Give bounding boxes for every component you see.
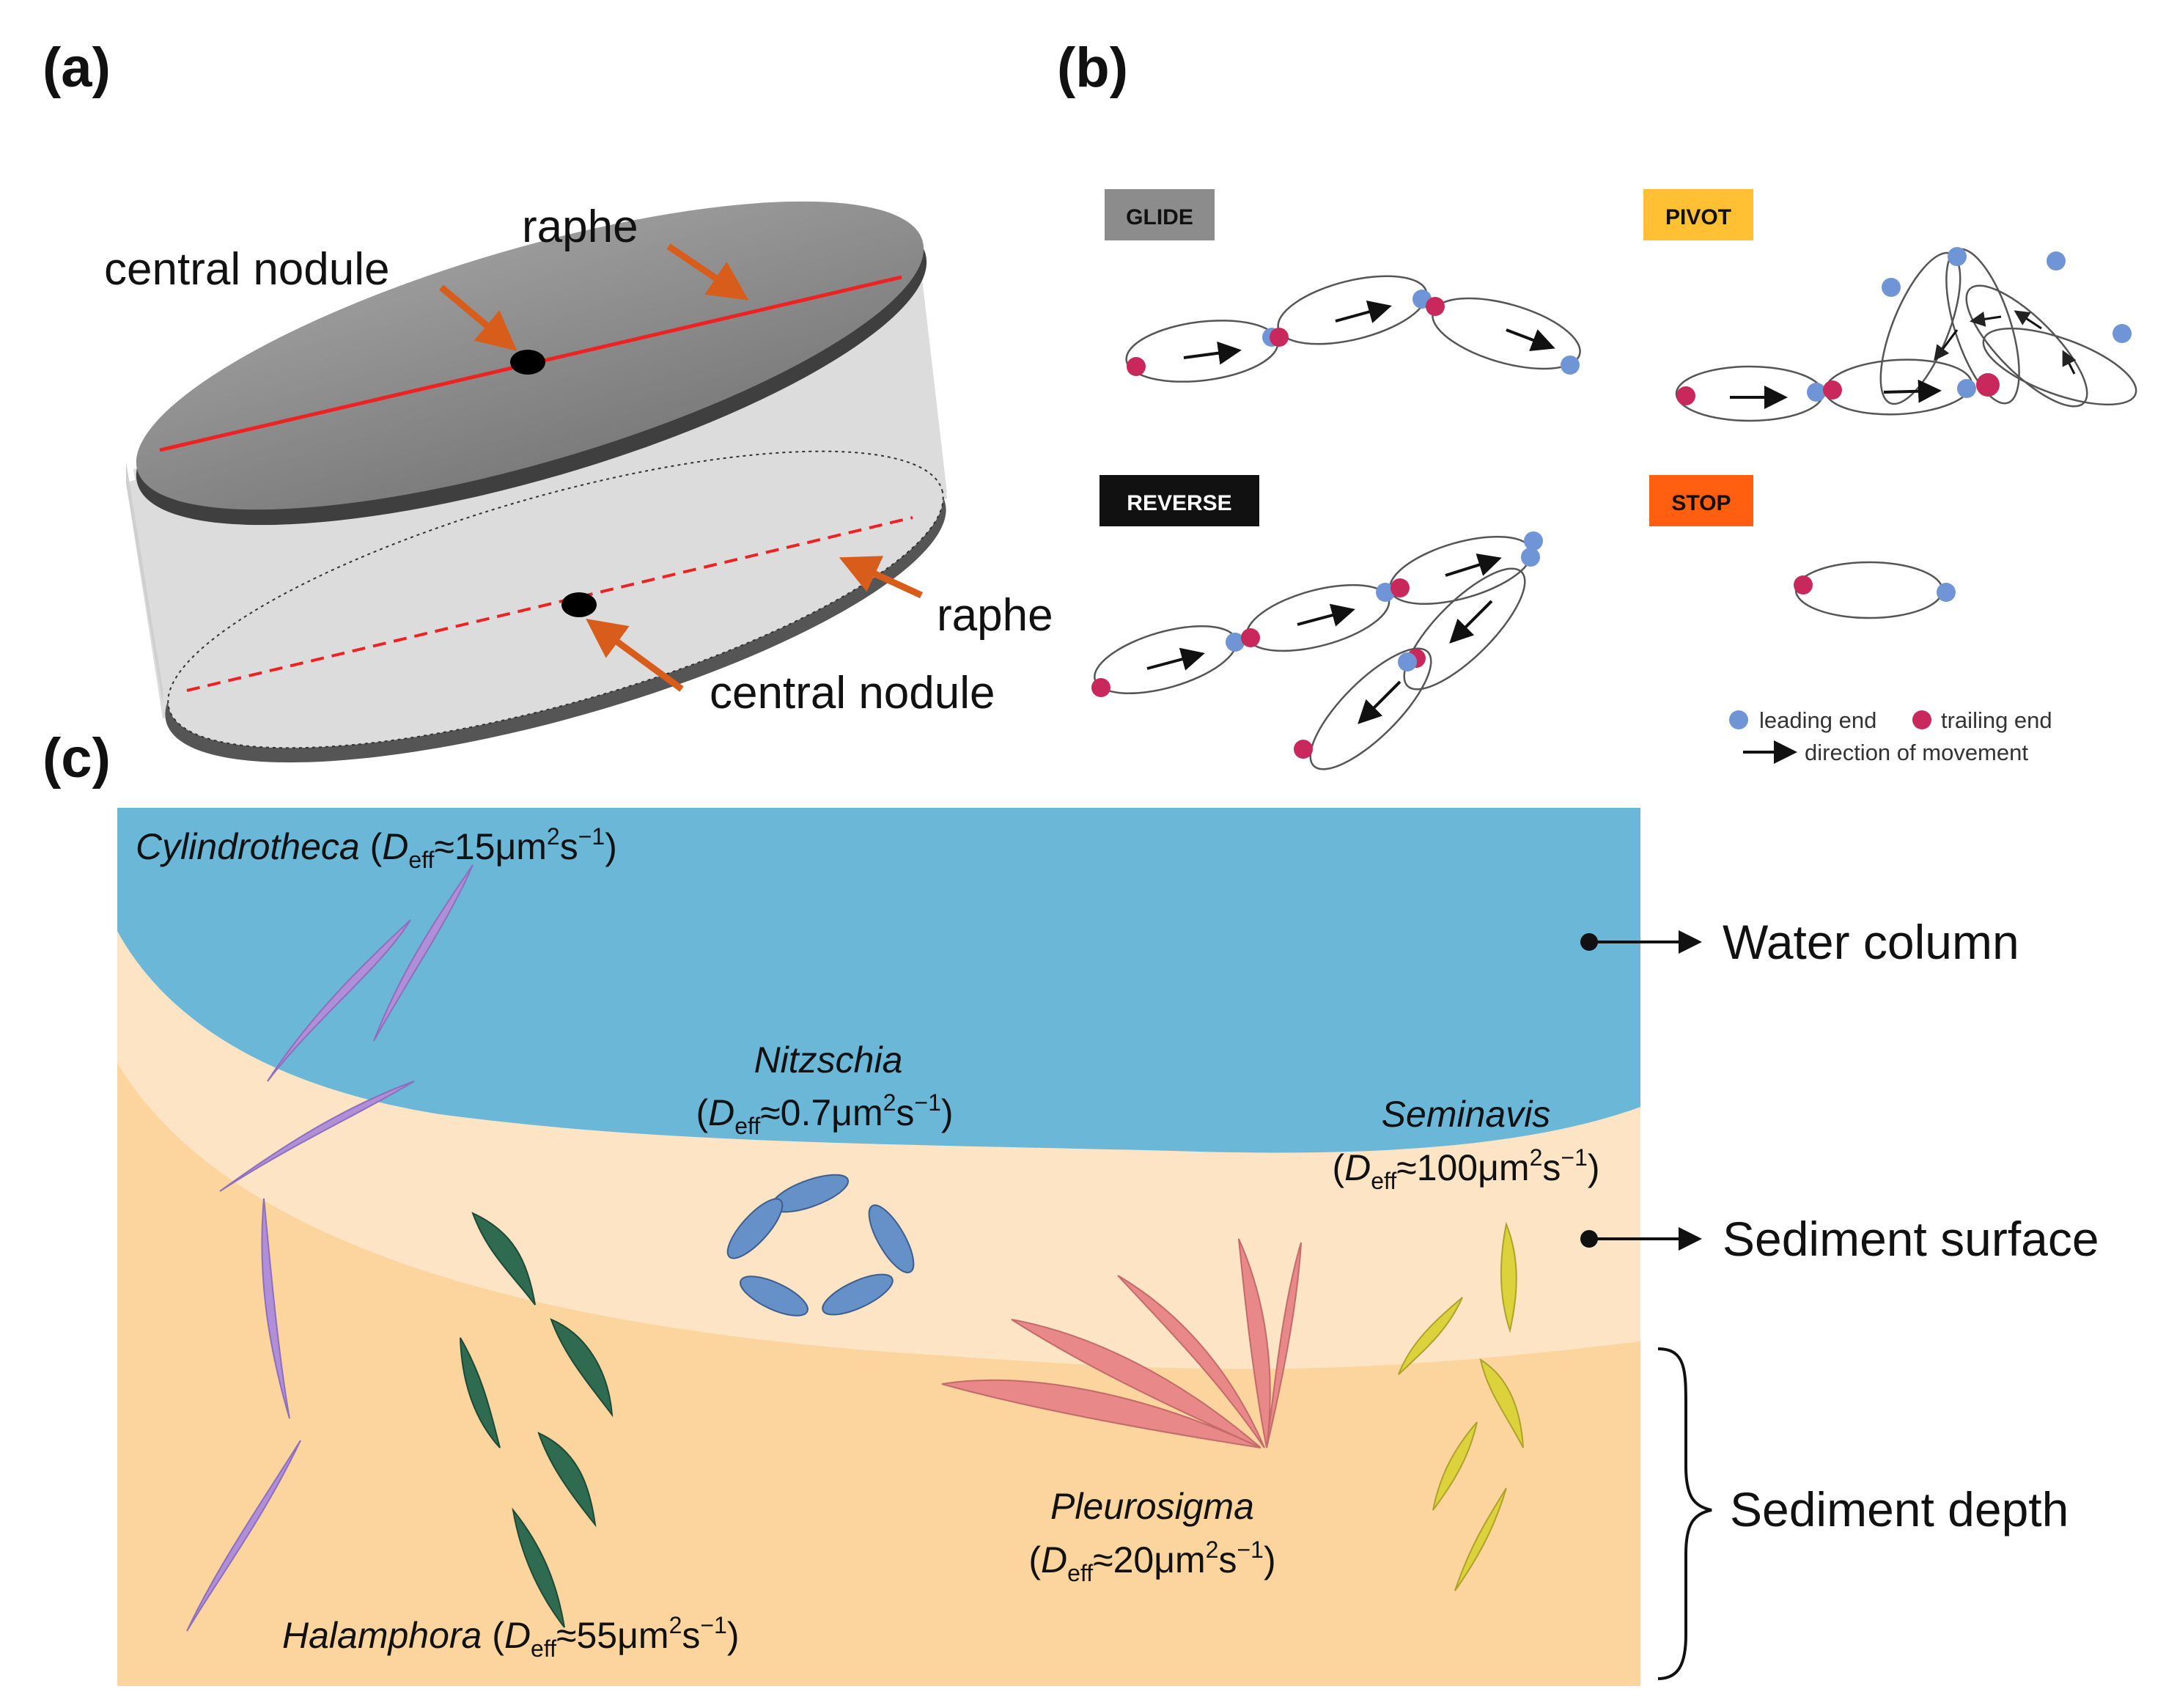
glide-arrow-3 (1506, 328, 1555, 351)
glide-diagram (1125, 275, 1581, 383)
zone-surface-pointer (1580, 1227, 1702, 1251)
label-nitzschia-name: Nitzschia (754, 1039, 903, 1081)
panel-b-legend: leading end trailing end direction of mo… (1729, 707, 2052, 765)
label-halamphora: Halamphora (Deff≈55μm2s−1) (282, 1612, 740, 1662)
leading-end-dot (1729, 710, 1748, 729)
pivot-cell-1 (1675, 365, 1824, 422)
svg-text:REVERSE: REVERSE (1127, 491, 1231, 515)
legend-trailing-end: trailing end (1941, 707, 2052, 733)
central-nodule-top (510, 350, 545, 375)
label-central-nodule-bottom: central nodule (710, 668, 995, 718)
bottom-disk-outline (167, 450, 944, 749)
halamphora-cells (460, 1212, 614, 1628)
badge-pivot: PIVOT (1643, 189, 1753, 240)
panel-a: (a) raphe ce (43, 37, 1053, 763)
water-column-layer (117, 808, 1640, 1153)
cylindrotheca-cells (186, 864, 474, 1632)
arrow-raphe-bottom (839, 556, 923, 599)
badge-glide: GLIDE (1105, 189, 1215, 240)
pleurosigma-cells (941, 1238, 1302, 1449)
label-pleurosigma-name: Pleurosigma (1050, 1486, 1254, 1527)
label-pleurosigma-value: (Deff≈20μm2s−1) (1028, 1536, 1275, 1586)
label-cylindrotheca: Cylindrotheca (Deff≈15μm2s−1) (136, 823, 617, 873)
arrow-central-nodule-top (439, 284, 517, 351)
label-sediment-surface: Sediment surface (1723, 1212, 2099, 1266)
panel-c: (c) (43, 727, 2099, 1686)
trailing-end-dot (1912, 710, 1931, 729)
label-sediment-depth: Sediment depth (1730, 1482, 2069, 1536)
label-seminavis-value: (Deff≈100μm2s−1) (1332, 1144, 1599, 1194)
glide-cell-1 (1125, 320, 1279, 383)
central-nodule-bottom (561, 592, 597, 617)
pivot-cell-5 (1965, 284, 2088, 408)
nitzschia-cells (726, 1174, 915, 1317)
glide-arrow-2 (1335, 300, 1392, 323)
badge-stop: STOP (1649, 475, 1753, 526)
svg-text:PIVOT: PIVOT (1665, 205, 1731, 229)
legend-leading-end: leading end (1759, 707, 1876, 733)
legend-direction: direction of movement (1805, 740, 2028, 765)
raphe-line-bottom (186, 516, 913, 692)
glide-cell-2 (1277, 275, 1428, 345)
badge-reverse: REVERSE (1099, 475, 1259, 526)
arrow-central-nodule-bottom (586, 619, 684, 692)
label-raphe-bottom: raphe (937, 590, 1053, 641)
sediment-depth-brace (1657, 1347, 1712, 1680)
panel-c-label: (c) (43, 727, 111, 789)
stop-diagram (1794, 561, 1956, 619)
label-central-nodule-top: central nodule (104, 244, 390, 295)
label-water-column: Water column (1723, 915, 2019, 969)
seminavis-cells (1398, 1221, 1524, 1591)
diatom-cylinder (126, 201, 947, 763)
reverse-diagram (1091, 531, 1543, 770)
pivot-cell-2 (1824, 358, 1973, 416)
label-nitzschia-value: (Deff≈0.7μm2s−1) (696, 1089, 953, 1139)
panel-a-label: (a) (43, 37, 111, 99)
panel-b-label: (b) (1057, 37, 1128, 99)
label-seminavis-name: Seminavis (1382, 1094, 1551, 1135)
arrow-raphe-top (666, 243, 749, 301)
svg-text:STOP: STOP (1671, 491, 1731, 515)
pivot-cell-6 (1982, 327, 2137, 406)
svg-text:GLIDE: GLIDE (1126, 205, 1193, 229)
zone-water-pointer (1580, 930, 1702, 954)
pivot-diagram (1675, 247, 2137, 422)
glide-arrow-1 (1183, 341, 1242, 365)
panel-b: (b) GLIDE PIVOT REVERSE STOP (1057, 37, 2137, 770)
label-raphe-top: raphe (522, 202, 638, 252)
